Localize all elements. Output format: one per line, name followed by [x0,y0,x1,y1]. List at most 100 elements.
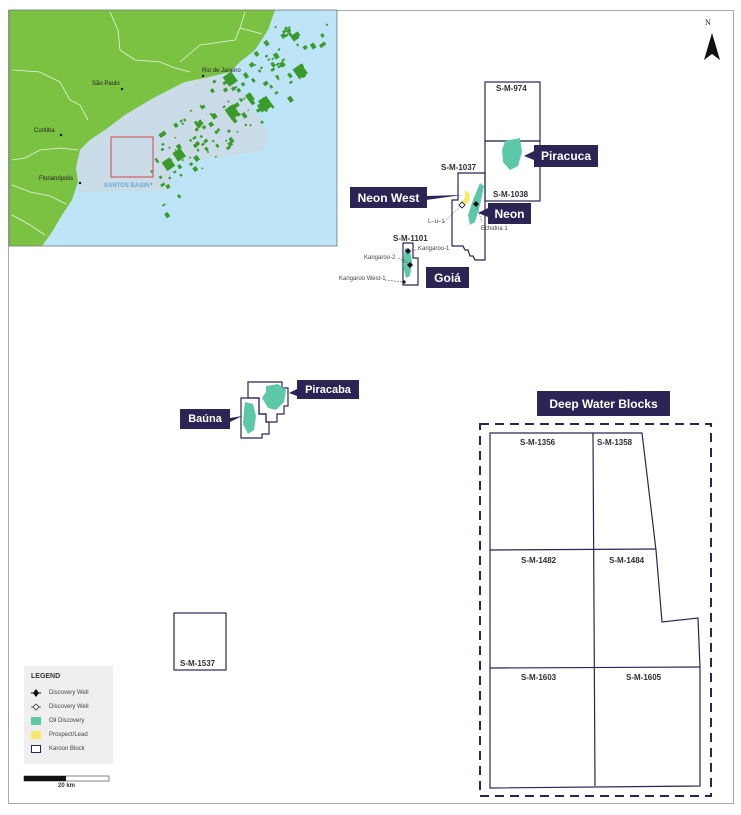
inset-oil-field [173,122,179,129]
inset-oil-field [224,104,240,120]
inset-oil-field [302,44,308,51]
inset-oil-field [264,108,269,113]
inset-oil-field [247,109,250,112]
inset-oil-field [209,88,215,94]
inset-oil-field [277,48,281,52]
block-label-s-m-1482: S-M-1482 [521,556,557,565]
inset-oil-field [280,62,286,68]
inset-oil-field [165,183,171,190]
inset-oil-field [298,63,305,69]
inset-oil-field [281,58,286,62]
inset-oil-field [189,109,193,113]
inset-oil-field [158,130,167,139]
inset-oil-field [164,211,171,219]
city-dot-sao-paulo [120,87,124,91]
inset-oil-field [284,26,289,31]
inset-oil-field [282,29,287,34]
santos-basin-label: SANTOS BASIN [104,183,150,189]
scale-bar-fill [24,776,66,781]
inset-oil-field [216,127,221,132]
inset-oil-field [193,120,199,126]
inset-oil-field [225,139,228,142]
inset-oil-field [172,147,186,162]
hollow-well-icon [31,703,41,711]
block-label-s-m-974: S-M-974 [496,84,527,93]
inset-oil-field [192,143,198,149]
deep-water-blocks-outline [489,432,701,789]
inset-oil-field [260,120,264,125]
callout-bauna: Baúna [180,409,230,429]
block-label-s-m-1038: S-M-1038 [493,190,529,199]
inset-oil-field [211,139,215,143]
city-label-florianopolis: Florianópolis [39,176,74,182]
inset-oil-field [203,138,209,144]
inset-oil-field [150,182,153,186]
block-label-s-m-1605: S-M-1605 [626,673,662,682]
inset-oil-field [244,123,248,127]
inset-oil-field [260,66,263,70]
inset-oil-field [214,129,219,135]
inset-oil-field [181,158,185,162]
legend-item-discovery-well: Discovery Well [31,688,89,698]
santos-basin-area [76,76,270,192]
callout-pointers [230,151,534,422]
oil-goia [403,248,412,278]
inset-oil-field [172,170,177,174]
inset-oil-field [201,124,207,130]
inset-oil-field [195,140,201,146]
callout-neon-west: Neon West [350,187,427,208]
inset-oil-field [263,39,270,47]
inset-oil-field [174,148,177,151]
inset-oil-field [277,77,280,81]
legend-title: LEGEND [31,673,61,680]
oil-piracaba [262,384,286,410]
inset-oil-field [188,156,192,159]
inset-map [8,9,338,247]
oil-piracuca [502,138,522,170]
block-label-s-m-1037: S-M-1037 [441,163,477,172]
callout-piracuca: Piracuca [534,145,598,167]
inset-oil-field [240,81,246,87]
north-label: N [705,18,711,27]
deep-water-dashed-boundary [479,423,712,797]
inset-oil-field [288,31,293,37]
inset-oil-field [208,121,215,128]
inset-oil-field [288,80,293,85]
well-label-kangaroo-2: Kangaroo-2 [364,255,396,261]
block-label-s-m-1356: S-M-1356 [520,438,556,447]
inset-oil-field [215,143,220,149]
inset-oil-field [275,62,280,67]
inset-oil-field [226,145,231,151]
inset-oil-field [325,23,329,27]
city-label-curitiba: Curitiba [34,128,55,134]
inset-oil-field [206,150,210,154]
inset-oil-field [274,90,279,95]
block-s-m-1537 [173,612,227,671]
inset-oil-field [175,143,182,150]
well-label-kangaroo-1: Kangaroo-1 [418,246,450,252]
inset-oil-field [168,176,172,180]
inset-oil-field [160,182,166,188]
inset-oil-field [293,31,301,39]
prospect-swatch-icon [31,731,41,739]
inset-oil-field [267,58,271,62]
block-label-s-m-1101: S-M-1101 [393,234,428,243]
inset-oil-field [227,100,230,103]
inset-oil-field [222,80,228,86]
block-divider-vertical [592,432,596,787]
inset-oil-field [160,147,165,152]
inset-oil-field [269,84,274,89]
block-label-s-m-1537: S-M-1537 [180,659,216,668]
inset-oil-field [197,119,204,126]
inset-oil-field [264,54,269,58]
inset-oil-field [214,155,218,158]
inset-oil-field [277,64,282,69]
inset-oil-field [257,102,267,113]
city-dot-rio [201,74,205,78]
callout-piracaba: Piracaba [297,380,359,399]
inset-oil-field [174,136,177,139]
inset-oil-field [204,146,209,152]
city-dot-florianopolis [78,181,82,185]
inset-oil-field [168,146,171,149]
callout-neon: Neon [488,203,531,224]
